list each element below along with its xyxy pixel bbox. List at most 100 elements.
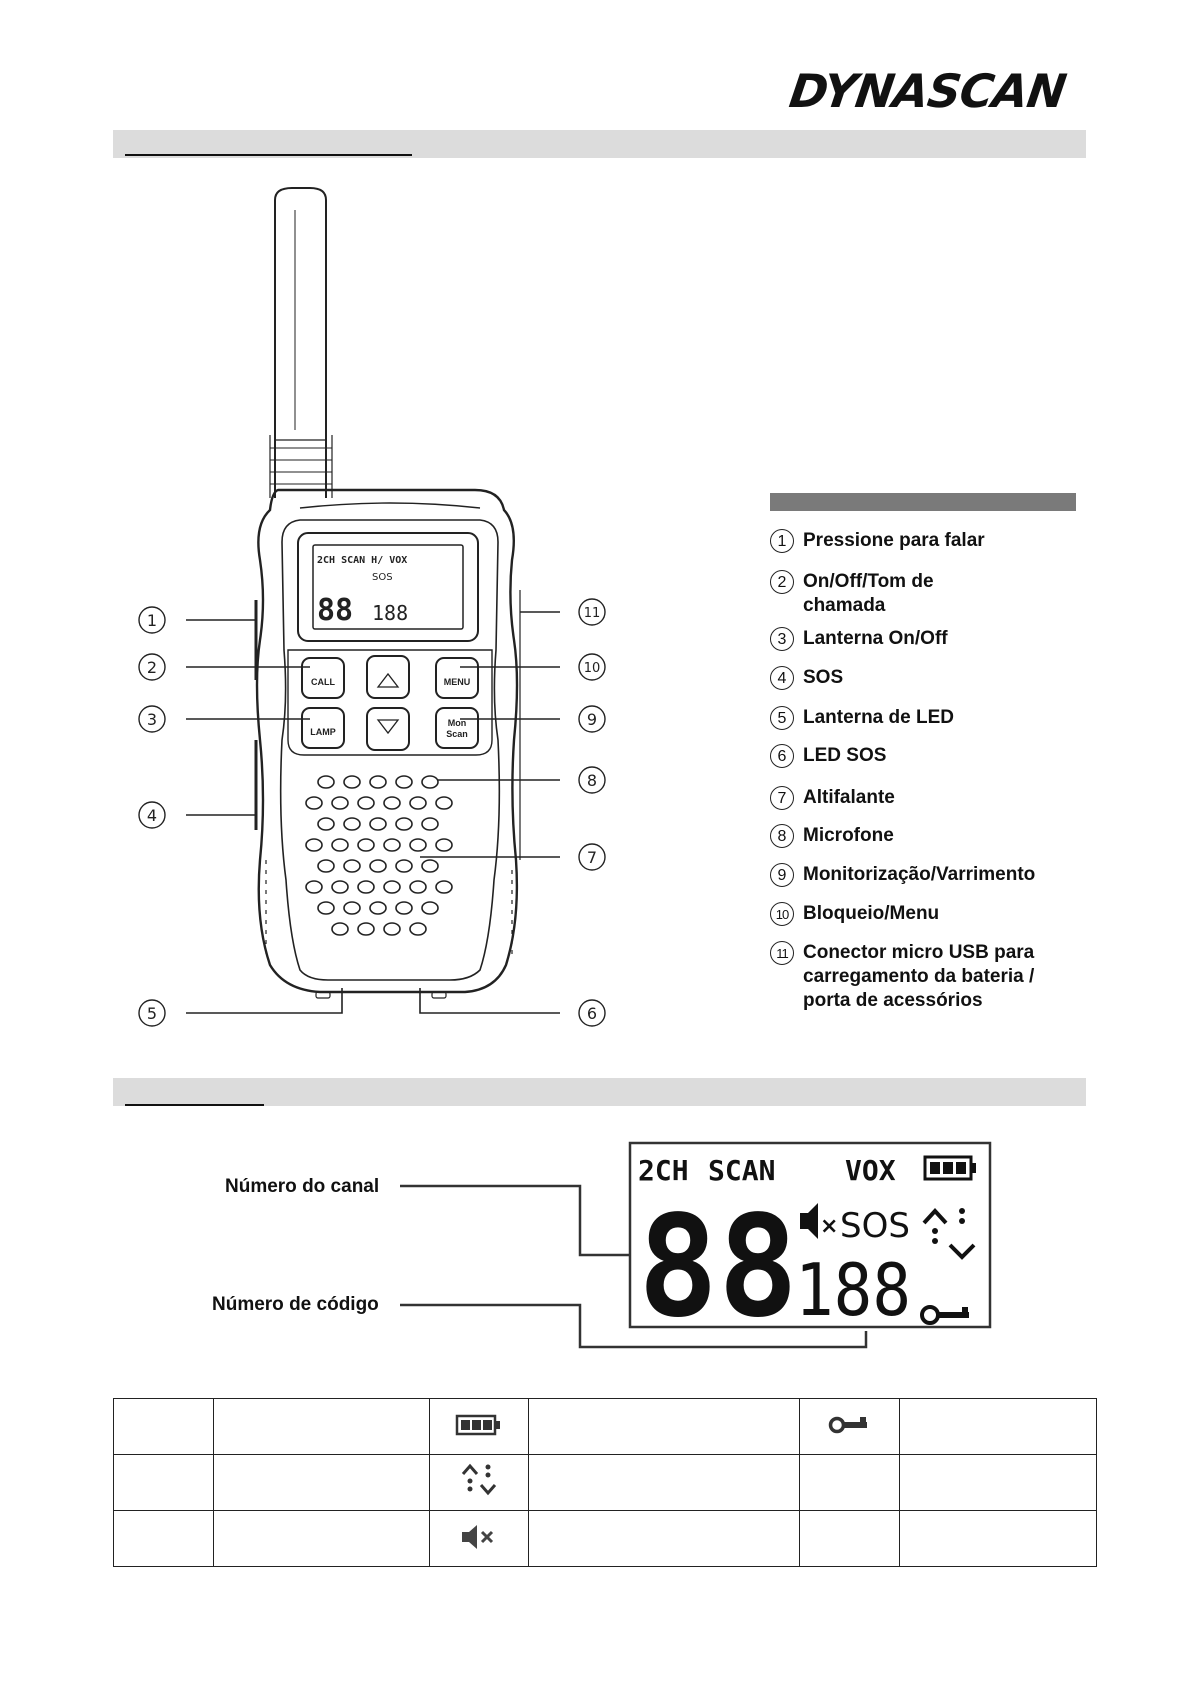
menu-button-label: MENU bbox=[444, 677, 471, 687]
channel-number-label: Número do canal bbox=[225, 1176, 380, 1197]
legend-header-bar bbox=[770, 493, 1076, 511]
table-cell bbox=[113, 1454, 214, 1511]
section-header-band-1 bbox=[113, 130, 1086, 158]
table-cell bbox=[428, 1398, 530, 1455]
table-row bbox=[113, 1454, 1098, 1511]
key-icon bbox=[828, 1416, 867, 1434]
legend-text: On/Off/Tom de bbox=[803, 571, 934, 592]
lcd-key-icon bbox=[920, 1305, 969, 1325]
icon-table bbox=[113, 1398, 1098, 1567]
legend-text: Pressione para falar bbox=[803, 530, 985, 551]
mute-icon bbox=[461, 1525, 493, 1549]
callout-11: 11 bbox=[584, 606, 601, 621]
legend-text: Lanterna On/Off bbox=[803, 628, 948, 649]
table-cell bbox=[799, 1510, 900, 1567]
legend-number: 7 bbox=[770, 786, 794, 810]
lcd-display-diagram: 2CH SCAN VOX 88 × SOS 188 bbox=[400, 1141, 992, 1349]
legend-number: 4 bbox=[770, 666, 794, 690]
legend-item-3: 3 Lanterna On/Off bbox=[770, 627, 948, 651]
legend-text: SOS bbox=[803, 667, 844, 688]
table-cell bbox=[212, 1454, 430, 1511]
legend-text: Monitorização/Varrimento bbox=[803, 864, 1036, 885]
table-cell bbox=[799, 1454, 900, 1511]
legend-item-6: 6 LED SOS bbox=[770, 744, 886, 768]
legend-number: 5 bbox=[770, 706, 794, 730]
lcd-code-digits: 188 bbox=[795, 1248, 911, 1332]
callout-7: 7 bbox=[587, 848, 597, 867]
code-number-label: Número de código bbox=[212, 1294, 379, 1315]
legend-item-7: 7 Altifalante bbox=[770, 786, 895, 810]
legend-text: Conector micro USB para bbox=[803, 942, 1035, 963]
table-cell bbox=[898, 1454, 1098, 1511]
call-button-label: CALL bbox=[311, 677, 335, 687]
legend-text: porta de acessórios bbox=[803, 990, 983, 1011]
section-header-underline-1 bbox=[125, 154, 412, 156]
mon-button-label-2: Scan bbox=[446, 729, 468, 739]
lcd-channel-digits: 88 bbox=[638, 1186, 798, 1349]
table-cell bbox=[113, 1398, 214, 1455]
legend-item-9: 9 Monitorização/Varrimento bbox=[770, 863, 1035, 887]
legend-text: Microfone bbox=[803, 825, 894, 846]
table-cell bbox=[428, 1454, 530, 1511]
table-cell bbox=[799, 1398, 900, 1455]
speaker-grille bbox=[305, 775, 453, 936]
table-cell bbox=[528, 1454, 801, 1511]
callout-10: 10 bbox=[584, 661, 601, 676]
table-row bbox=[113, 1398, 1098, 1455]
table-cell bbox=[212, 1398, 430, 1455]
legend-text: chamada bbox=[803, 595, 886, 616]
legend-text: Bloqueio/Menu bbox=[803, 903, 940, 924]
legend-item-11: 11 Conector micro USB para carregamento d… bbox=[770, 941, 1034, 1013]
table-cell bbox=[528, 1398, 801, 1455]
callout-6: 6 bbox=[587, 1004, 597, 1023]
svg-text:×: × bbox=[820, 1214, 838, 1239]
lcd-arrows-icon bbox=[922, 1208, 976, 1260]
legend-item-4: 4 SOS bbox=[770, 666, 843, 690]
legend-text: Altifalante bbox=[803, 787, 895, 808]
legend-text: Lanterna de LED bbox=[803, 707, 954, 728]
arrows-icon bbox=[461, 1463, 496, 1496]
callout-9: 9 bbox=[587, 710, 597, 729]
lamp-button-label: LAMP bbox=[310, 727, 336, 737]
radio-illustration: 2CH SCAN H/ VOX SOS 88 188 CALL MENU LAM… bbox=[138, 187, 606, 1027]
table-cell bbox=[113, 1510, 214, 1567]
lcd-channel: 88 bbox=[317, 593, 353, 628]
table-cell bbox=[898, 1398, 1098, 1455]
legend-number: 10 bbox=[770, 902, 794, 926]
lcd-top-text: 2CH SCAN H/ VOX bbox=[317, 555, 407, 566]
callout-5: 5 bbox=[147, 1004, 157, 1023]
table-cell bbox=[428, 1510, 530, 1567]
table-cell bbox=[212, 1510, 430, 1567]
legend-item-1: 1 Pressione para falar bbox=[770, 529, 985, 553]
callout-4: 4 bbox=[147, 806, 157, 825]
legend-number: 9 bbox=[770, 863, 794, 887]
table-row bbox=[113, 1510, 1098, 1567]
callout-3: 3 bbox=[147, 710, 157, 729]
lcd-code: 188 bbox=[372, 601, 408, 625]
legend-item-2: 2 On/Off/Tom de chamada bbox=[770, 570, 934, 618]
callout-1: 1 bbox=[147, 611, 157, 630]
callout-8: 8 bbox=[587, 771, 597, 790]
lcd-scan: SCAN bbox=[708, 1154, 775, 1187]
legend-text: LED SOS bbox=[803, 745, 887, 766]
legend-number: 3 bbox=[770, 627, 794, 651]
lcd-mute-icon: × bbox=[800, 1203, 838, 1239]
legend-number: 8 bbox=[770, 824, 794, 848]
callout-2: 2 bbox=[147, 658, 157, 677]
brand-logo: DYNASCAN bbox=[786, 64, 1069, 118]
legend-item-8: 8 Microfone bbox=[770, 824, 894, 848]
mon-button-label-1: Mon bbox=[448, 718, 467, 728]
legend-number: 2 bbox=[770, 570, 794, 594]
table-cell bbox=[898, 1510, 1098, 1567]
lcd-battery-icon bbox=[923, 1155, 976, 1181]
legend-text: carregamento da bateria / bbox=[803, 966, 1035, 987]
legend-number: 1 bbox=[770, 529, 794, 553]
legend-number: 11 bbox=[770, 941, 794, 965]
lcd-sos: SOS bbox=[840, 1206, 910, 1246]
legend-item-5: 5 Lanterna de LED bbox=[770, 706, 954, 730]
battery-icon bbox=[455, 1414, 500, 1436]
lcd-2ch: 2CH bbox=[638, 1154, 689, 1187]
lcd-vox: VOX bbox=[845, 1154, 896, 1187]
table-cell bbox=[528, 1510, 801, 1567]
legend-item-10: 10 Bloqueio/Menu bbox=[770, 902, 939, 926]
